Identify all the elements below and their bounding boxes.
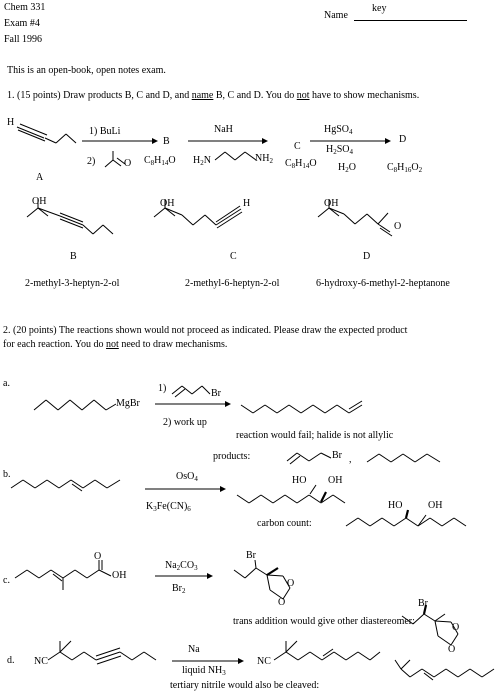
q2d-cleaved-alkene	[394, 659, 495, 681]
C-terminal-h: H	[243, 198, 251, 209]
name-B: 2-methyl-3-heptyn-2-ol	[25, 278, 120, 289]
q2b-decene	[10, 479, 121, 492]
q2a-target-product	[240, 400, 363, 414]
compound-C-structure	[153, 199, 243, 229]
q2d-note: tertiary nitrile would also be cleaved:	[170, 680, 320, 691]
compound-A-label: A	[36, 172, 44, 183]
q2c-alt-bromine: Br	[418, 598, 428, 609]
q2c-other-diastereomer	[401, 604, 459, 646]
q2a-product-comma: ,	[349, 454, 352, 465]
compound-D-structure	[317, 199, 393, 237]
q2c-note: trans addition would give other diastere…	[233, 616, 415, 627]
q2a-bromobutene	[171, 385, 211, 398]
q2d-label: d.	[7, 655, 15, 666]
q2a-reagent-bromine: Br	[211, 388, 221, 399]
q2b-hydroxyl-right: OH	[328, 475, 343, 486]
q2d-nitrile-group: NC	[34, 656, 48, 667]
q2a-note: reaction would fail; halide is not allyl…	[236, 430, 394, 441]
diamine-nh2: NH2	[255, 153, 273, 165]
course-title: Chem 331	[4, 2, 46, 13]
q2c-product-bromine: Br	[246, 550, 256, 561]
step3-reagent1: HgSO4	[324, 124, 353, 136]
q2a-heptyl-chain	[33, 399, 117, 411]
q2c-reagent2: Br2	[172, 583, 186, 595]
exam-number: Exam #4	[4, 18, 40, 29]
q2b-expected-diol	[236, 484, 346, 504]
diamine-h2n: H2N	[193, 155, 211, 167]
step1-reagent2-number: 2)	[87, 156, 96, 167]
formula-B: C8H14O	[144, 155, 176, 167]
compound-B-label: B	[163, 136, 170, 147]
name-line	[354, 20, 467, 21]
name-value: key	[372, 3, 387, 14]
diaminopropane-structure	[214, 151, 257, 161]
compound-C-label: C	[294, 141, 301, 152]
compound-B-structure	[26, 198, 114, 235]
q2b-hydroxyl-left: HO	[292, 475, 307, 486]
question-1-text: 1. (15 points) Draw products B, C and D,…	[7, 90, 420, 101]
q2a-reagent2: 2) work up	[163, 417, 207, 428]
B-hydroxyl: OH	[32, 196, 47, 207]
question-2-text-line2: for each reaction. You do not need to dr…	[3, 339, 228, 350]
question-2-text-line1: 2. (20 points) The reactions shown would…	[3, 325, 408, 336]
q2d-alkynyl-nitrile	[47, 640, 157, 665]
q2b-reagent2: K3Fe(CN)6	[146, 501, 191, 513]
name-label: Name	[324, 10, 348, 21]
q2d-reagent2: liquid NH3	[182, 665, 226, 677]
q2c-acid-oh: OH	[112, 570, 127, 581]
q2b-count-hydroxyl-left: HO	[388, 500, 403, 511]
step3-reagent3: H2O	[338, 162, 356, 174]
D-hydroxyl: OH	[324, 198, 339, 209]
q2c-expected-lactone	[233, 559, 291, 600]
step2-reagent: NaH	[214, 124, 233, 135]
q2a-product-heptane	[366, 453, 441, 463]
q2c-alt-ring-oxygen: O	[452, 622, 460, 633]
q2b-carbon-count-diol	[345, 509, 467, 527]
step3-reagent2: H2SO4	[326, 144, 354, 156]
q2b-count-hydroxyl-right: OH	[428, 500, 443, 511]
exam-instructions: This is an open-book, open notes exam.	[7, 65, 166, 76]
q2c-ring-oxygen: O	[287, 578, 295, 589]
q2d-product-nitrile-group: NC	[257, 656, 271, 667]
q2a-product-bromine: Br	[332, 450, 342, 461]
formula-C: C8H14O	[285, 158, 317, 170]
q2c-unsaturated-acid	[14, 560, 112, 590]
exam-term: Fall 1996	[4, 34, 43, 45]
q2a-grignard-mgbr: MgBr	[116, 398, 140, 409]
compound-A-structure	[16, 123, 77, 144]
q2b-note: carbon count:	[257, 518, 312, 529]
C-label-lower: C	[230, 251, 237, 262]
q2a-products-label: products:	[213, 451, 251, 462]
B-label-lower: B	[70, 251, 77, 262]
q2b-reagent1: OsO4	[176, 471, 198, 483]
q2b-label: b.	[3, 469, 11, 480]
step1-reagent1: 1) BuLi	[89, 126, 121, 137]
q2d-expected-alkene-nitrile	[273, 640, 381, 661]
q2a-product-bromobutene	[286, 452, 332, 465]
q2c-reagent1: Na2CO3	[165, 560, 198, 572]
compound-D-label: D	[399, 134, 407, 145]
name-C: 2-methyl-6-heptyn-2-ol	[185, 278, 280, 289]
atom-label-h: H	[7, 117, 15, 128]
q2a-label: a.	[3, 378, 10, 389]
acetone-oxygen: O	[124, 158, 132, 169]
q2c-label: c.	[3, 575, 10, 586]
q2c-acid-oxygen: O	[94, 551, 102, 562]
formula-D: C8H16O2	[387, 162, 423, 174]
C-hydroxyl: OH	[160, 198, 175, 209]
q2a-reagent1-number: 1)	[158, 383, 167, 394]
q2d-reagent1: Na	[188, 644, 200, 655]
name-D: 6-hydroxy-6-methyl-2-heptanone	[316, 278, 450, 289]
D-label-lower: D	[363, 251, 371, 262]
q2c-alt-carbonyl-oxygen: O	[448, 644, 456, 655]
D-ketone-oxygen: O	[394, 221, 402, 232]
q2c-carbonyl-oxygen: O	[278, 597, 286, 608]
acetone-structure	[104, 151, 126, 168]
